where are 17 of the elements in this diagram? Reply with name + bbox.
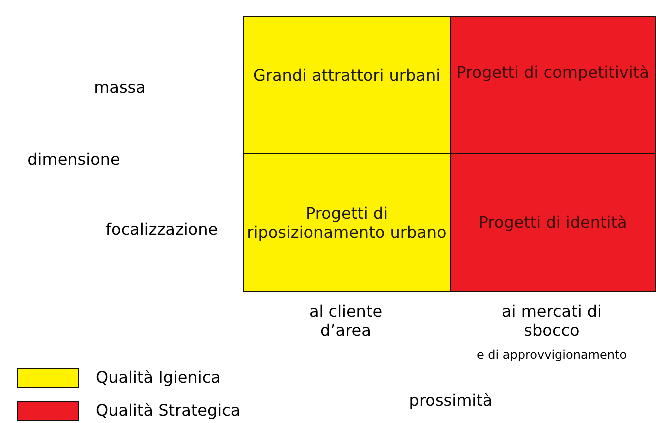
row-label: massa (94, 78, 146, 97)
matrix-cell (243, 16, 451, 154)
cell-text: Progetti di identità (478, 213, 628, 232)
column-label: al cliente d’area (308, 302, 384, 340)
matrix-cell (450, 153, 656, 292)
cell-text: Progetti di riposizionamento urbano (247, 204, 447, 242)
axis-title: prossimità (409, 391, 493, 410)
matrix-cell (243, 153, 451, 292)
row-label: focalizzazione (106, 220, 218, 239)
legend-label: Qualità Strategica (96, 401, 241, 420)
cell-text: Progetti di competitività (456, 62, 650, 82)
cell-text: Grandi attrattori urbani (252, 66, 442, 84)
matrix-cell (450, 16, 656, 154)
legend-label: Qualità Igienica (96, 368, 221, 387)
column-label: ai mercati di sbocco (501, 302, 603, 340)
row-label: dimensione (28, 150, 120, 169)
column-label: e di approvvigionamento (476, 347, 628, 364)
